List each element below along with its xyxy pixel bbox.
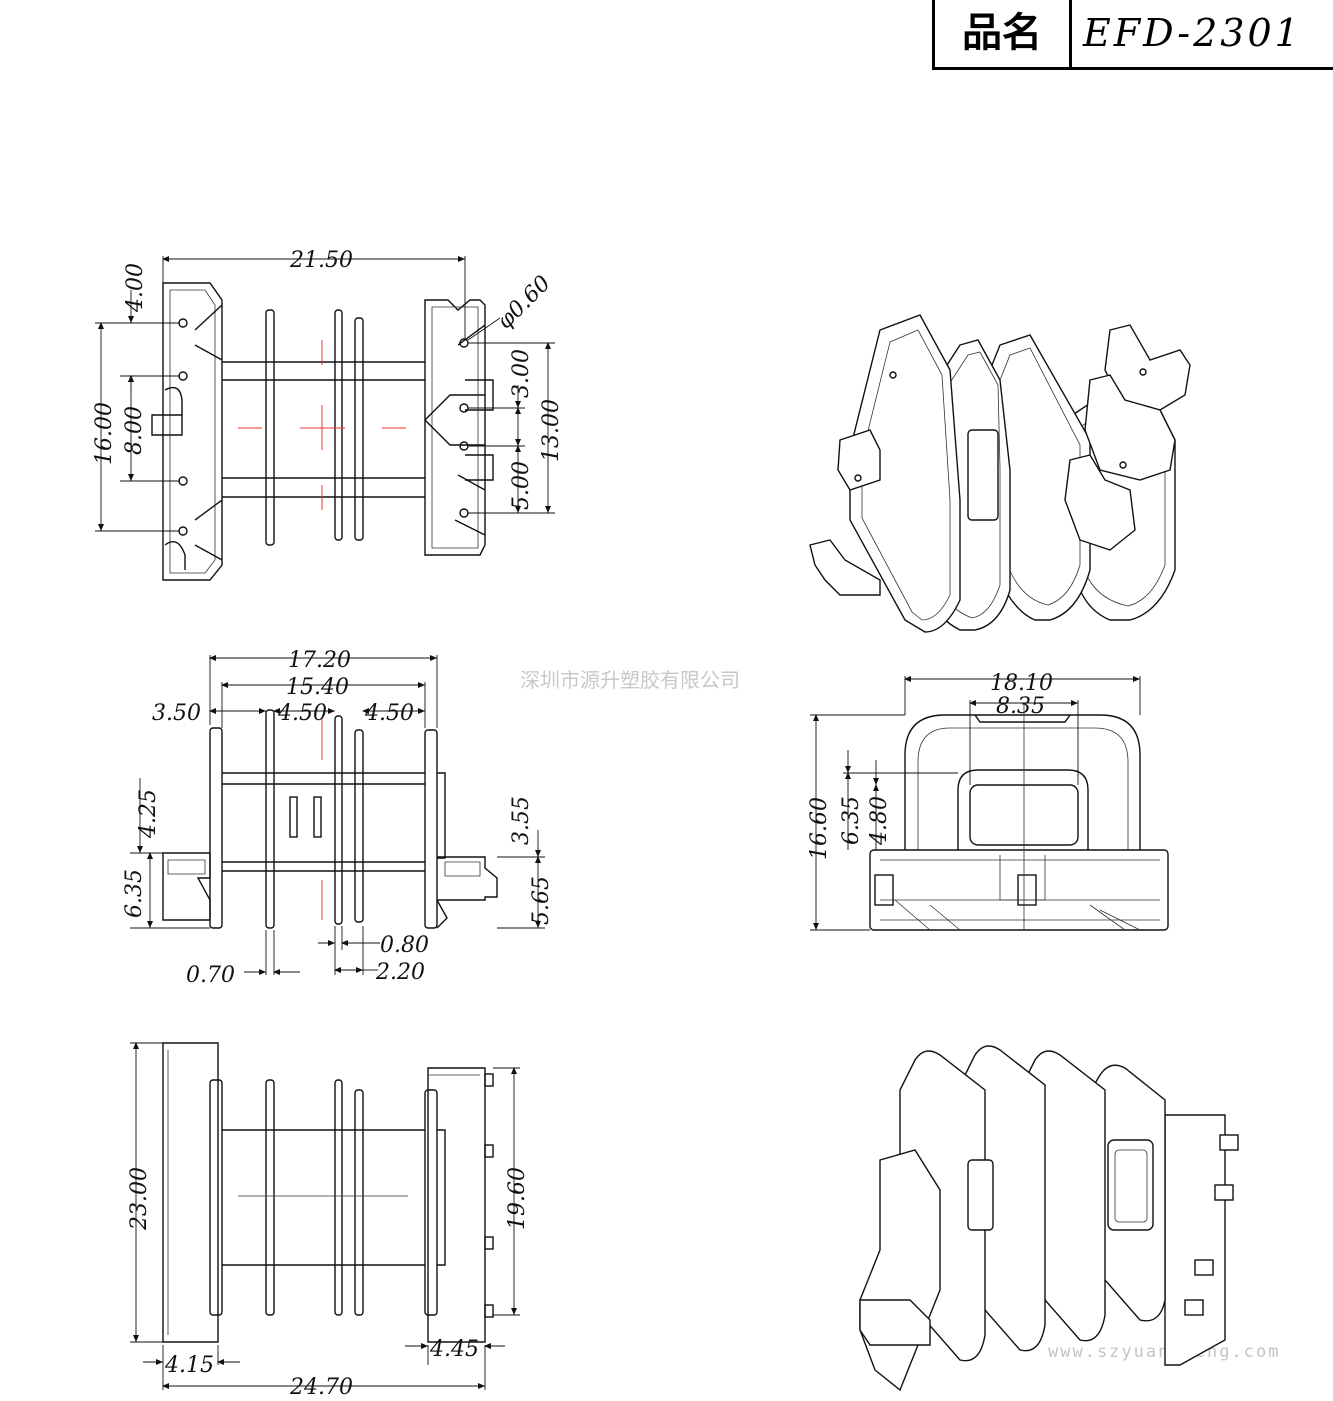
isometric-view-top [809, 314, 1191, 633]
dim-5-00: 5.00 [509, 461, 534, 510]
dim-23-00: 23.00 [127, 1167, 152, 1231]
dim-18-10: 18.10 [990, 671, 1053, 696]
title-label: 品名 [935, 0, 1072, 67]
dim-16-00: 16.00 [92, 402, 117, 465]
dim-16-60: 16.60 [807, 797, 832, 860]
end-view: 18.10 8.35 16.60 6.35 4.80 [807, 671, 1169, 931]
dim-24-70: 24.70 [289, 1375, 353, 1400]
url-watermark: www.szyuansheng.com [1048, 1342, 1281, 1362]
dim-hole-dia: φ0.60 [493, 271, 556, 334]
dim-0-70: 0.70 [186, 963, 235, 988]
dim-21-50: 21.50 [289, 248, 353, 273]
top-view: 21.50 φ0.60 4.00 16.00 8.00 3.00 13.00 5… [92, 248, 564, 581]
dim-4-00: 4.00 [123, 263, 148, 313]
dim-6-35: 6.35 [122, 869, 147, 918]
dim-4-25: 4.25 [136, 789, 161, 839]
dim-4-50-b: 4.50 [364, 701, 414, 726]
dim-19-60: 19.60 [505, 1167, 530, 1230]
bottom-view-dimensions: 23.00 19.60 4.15 4.45 24.70 [127, 1042, 530, 1400]
title-block: 品名 EFD-2301 [932, 0, 1333, 70]
end-view-outline [869, 714, 1169, 931]
dim-4-50-a: 4.50 [277, 701, 327, 726]
top-view-outline [151, 282, 494, 581]
dim-2-20: 2.20 [375, 960, 425, 985]
dim-3-55: 3.55 [509, 796, 534, 845]
dim-8-00: 8.00 [122, 406, 147, 455]
dim-4-45: 4.45 [429, 1337, 479, 1362]
dim-0-80: 0.80 [380, 933, 429, 958]
dim-4-15: 4.15 [164, 1353, 214, 1378]
dim-3-50: 3.50 [152, 701, 201, 726]
part-number: EFD-2301 [1083, 11, 1302, 55]
dim-5-65: 5.65 [529, 876, 554, 925]
bottom-view: 23.00 19.60 4.15 4.45 24.70 [127, 1042, 530, 1400]
side-view-dimensions: 17.20 15.40 3.50 4.50 4.50 4.25 6.35 3.5… [122, 648, 554, 988]
company-watermark: 深圳市源升塑胶有限公司 [520, 668, 740, 692]
end-view-dimensions: 18.10 8.35 16.60 6.35 4.80 [807, 671, 1141, 931]
dim-17-20: 17.20 [288, 648, 351, 673]
dim-8-35: 8.35 [996, 694, 1045, 719]
dim-3-00: 3.00 [509, 349, 534, 398]
dim-6-35-end: 6.35 [839, 796, 864, 845]
isometric-view-bottom [859, 1045, 1239, 1392]
side-view-outline [162, 709, 498, 929]
side-view: 17.20 15.40 3.50 4.50 4.50 4.25 6.35 3.5… [122, 648, 554, 988]
top-view-center-lines [238, 340, 406, 510]
dim-13-00: 13.00 [539, 399, 564, 462]
dim-15-40: 15.40 [286, 675, 349, 700]
bottom-view-outline [162, 1042, 494, 1343]
dim-4-80: 4.80 [867, 796, 892, 846]
